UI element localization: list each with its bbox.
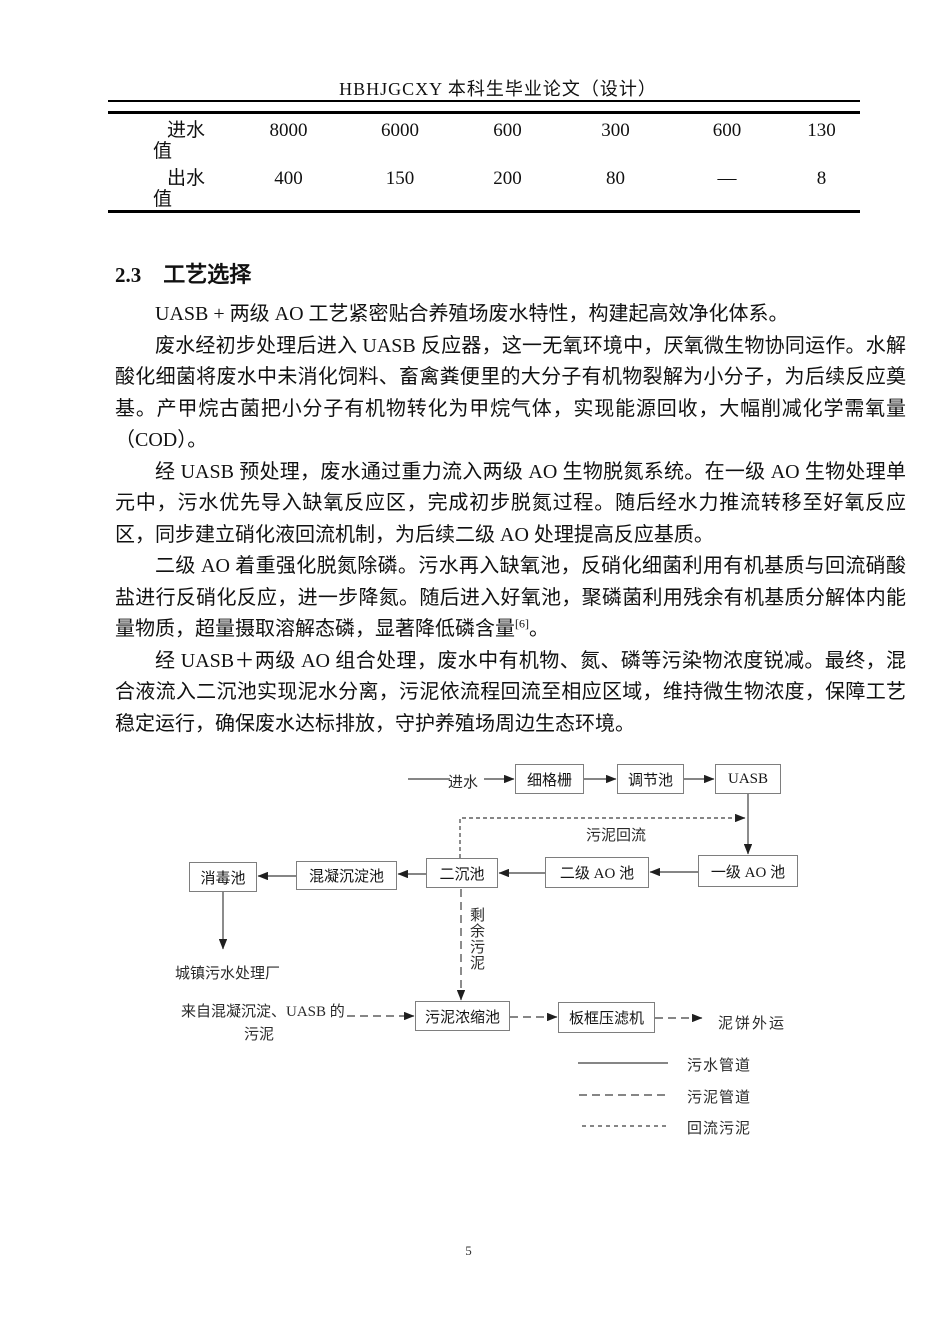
row-label-effluent: 出水值 [153, 168, 206, 210]
cell-value: 6000 [381, 120, 419, 141]
label-external-sludge-line1: 来自混凝沉淀、UASB 的 [181, 1004, 345, 1020]
box-ao1: 一级 AO 池 [698, 855, 798, 887]
process-flow-diagram: 细格栅 调节池 UASB 一级 AO 池 二级 AO 池 二沉池 混凝沉淀池 消… [0, 750, 950, 1180]
paragraph-4-end: 。 [529, 618, 549, 640]
cell-value: 300 [601, 120, 630, 141]
legend-label-sewage-pipe: 污水管道 [687, 1058, 752, 1074]
paragraph-1: UASB + 两级 AO 工艺紧密贴合养殖场废水特性，构建起高效净化体系。 [155, 303, 789, 325]
box-secondary-clarifier: 二沉池 [426, 858, 498, 888]
box-filter-press: 板框压滤机 [558, 1002, 655, 1033]
section-body: UASB + 两级 AO 工艺紧密贴合养殖场废水特性，构建起高效净化体系。 废水… [115, 299, 906, 740]
flow-diagram-lines [218, 774, 753, 1127]
box-disinfection-tank: 消毒池 [189, 862, 257, 892]
cell-value: 150 [385, 168, 415, 189]
box-regulating-tank: 调节池 [617, 764, 684, 794]
paragraph-5: 经 UASB＋两级 AO 组合处理，废水中有机物、氮、磷等污染物浓度锐减。最终，… [115, 649, 906, 735]
cell-value: 600 [493, 120, 522, 141]
water-quality-table: 进水值 8000 6000 600 300 600 130 出水值 400 15… [108, 111, 860, 213]
header-rule [108, 100, 860, 102]
section-number: 2.3 [115, 263, 142, 287]
label-external-sludge: 来自混凝沉淀、UASB 的 污泥 [181, 1001, 345, 1047]
page-header-title: HBHJGCXY 本科生毕业论文（设计） [339, 79, 657, 99]
cell-value: 8 [816, 168, 827, 189]
legend-label-return-sludge: 回流污泥 [687, 1121, 752, 1137]
label-excess-sludge: 剩余污泥 [468, 907, 484, 971]
cell-value: 400 [274, 168, 303, 189]
cell-value: 200 [493, 168, 522, 189]
legend-label-sludge-pipe: 污泥管道 [687, 1090, 752, 1106]
table-row-effluent: 出水值 400 150 200 80 — 8 [108, 162, 860, 212]
paragraph-3: 经 UASB 预处理，废水通过重力流入两级 AO 生物脱氮系统。在一级 AO 生… [115, 460, 906, 546]
cell-value: 80 [606, 168, 625, 189]
section-heading: 2.3 工艺选择 [115, 257, 251, 289]
label-municipal-wwtp: 城镇污水处理厂 [175, 966, 281, 982]
cell-value: 130 [807, 120, 836, 141]
box-coag-sedimentation: 混凝沉淀池 [296, 861, 397, 890]
citation-superscript: [6] [515, 616, 529, 631]
cell-value: — [717, 168, 737, 189]
table-row-influent: 进水值 8000 6000 600 300 600 130 [108, 113, 860, 162]
box-sludge-thickener: 污泥浓缩池 [415, 1001, 510, 1031]
box-ao2: 二级 AO 池 [545, 857, 649, 888]
box-fine-screen: 细格栅 [515, 764, 584, 794]
label-influent: 进水 [448, 775, 479, 791]
cell-value: 600 [712, 120, 742, 141]
paragraph-4-text: 二级 AO 着重强化脱氮除磷。污水再入缺氧池，反硝化细菌利用有机基质与回流硝酸盐… [115, 555, 906, 640]
row-label-influent: 进水值 [153, 120, 206, 162]
label-external-sludge-line2: 污泥 [243, 1027, 274, 1043]
paragraph-4: 二级 AO 着重强化脱氮除磷。污水再入缺氧池，反硝化细菌利用有机基质与回流硝酸盐… [115, 551, 906, 646]
page-number: 5 [465, 1243, 472, 1258]
label-sludge-return: 污泥回流 [586, 828, 647, 844]
cell-value: 8000 [269, 120, 308, 141]
label-mud-cake-out: 泥饼外运 [718, 1016, 787, 1032]
box-uasb: UASB [715, 764, 781, 794]
paragraph-2: 废水经初步处理后进入 UASB 反应器，这一无氧环境中，厌氧微生物协同运作。水解… [115, 334, 906, 452]
section-title: 工艺选择 [163, 262, 252, 287]
